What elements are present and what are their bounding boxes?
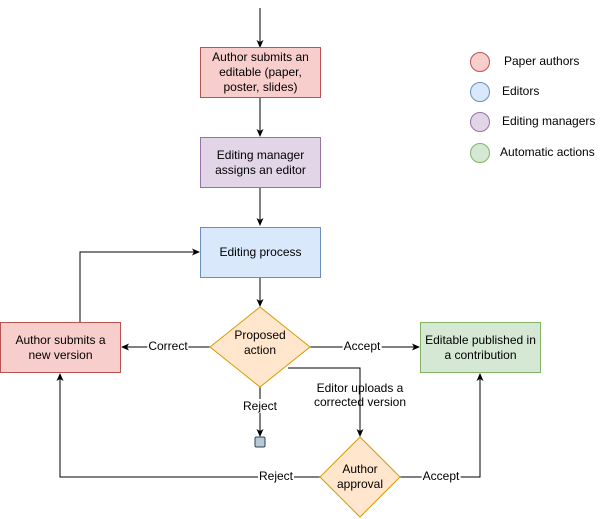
edge-label-accept-top: Accept [342, 339, 382, 353]
submit-new-version-node: Author submits a new version [0, 322, 121, 373]
legend-swatch-editors [470, 82, 490, 102]
legend-swatch-paper-authors [470, 52, 490, 72]
legend-label: Editors [502, 84, 540, 98]
legend-item-editors: Editors [470, 81, 539, 103]
edge-label-editor-uploads: Editor uploads a corrected version [313, 381, 407, 409]
legend-item-automatic-actions: Automatic actions [470, 142, 595, 164]
edge-editor-uploads [288, 367, 364, 437]
end-terminal [254, 436, 266, 448]
edge-label-correct: Correct [147, 339, 189, 353]
proposed-action-label: Proposed action [234, 328, 286, 357]
legend-swatch-automatic-actions [470, 143, 490, 163]
edge-label-reject-top: Reject [241, 399, 279, 413]
legend-label: Editing managers [502, 114, 596, 128]
submit-editable-node: Author submits an editable (paper, poste… [200, 47, 321, 98]
legend-label: Paper authors [504, 54, 580, 68]
legend-swatch-editing-managers [470, 112, 490, 132]
edge-new-version-to-process [79, 248, 200, 322]
editable-published-node: Editable published in a contribution [420, 322, 541, 373]
edge-reject-bottom [56, 373, 320, 478]
author-approval-diamond [319, 436, 401, 518]
proposed-action-diamond [209, 306, 311, 388]
edge-label-accept-bottom: Accept [421, 469, 461, 483]
legend-item-editing-managers: Editing managers [470, 111, 595, 133]
edge-label-reject-bottom: Reject [257, 469, 295, 483]
author-approval-label: Author approval [336, 462, 384, 491]
editing-process-node: Editing process [200, 227, 321, 278]
legend-item-paper-authors: Paper authors [470, 51, 579, 73]
legend-label: Automatic actions [500, 145, 595, 159]
assign-editor-node: Editing manager assigns an editor [200, 137, 321, 188]
